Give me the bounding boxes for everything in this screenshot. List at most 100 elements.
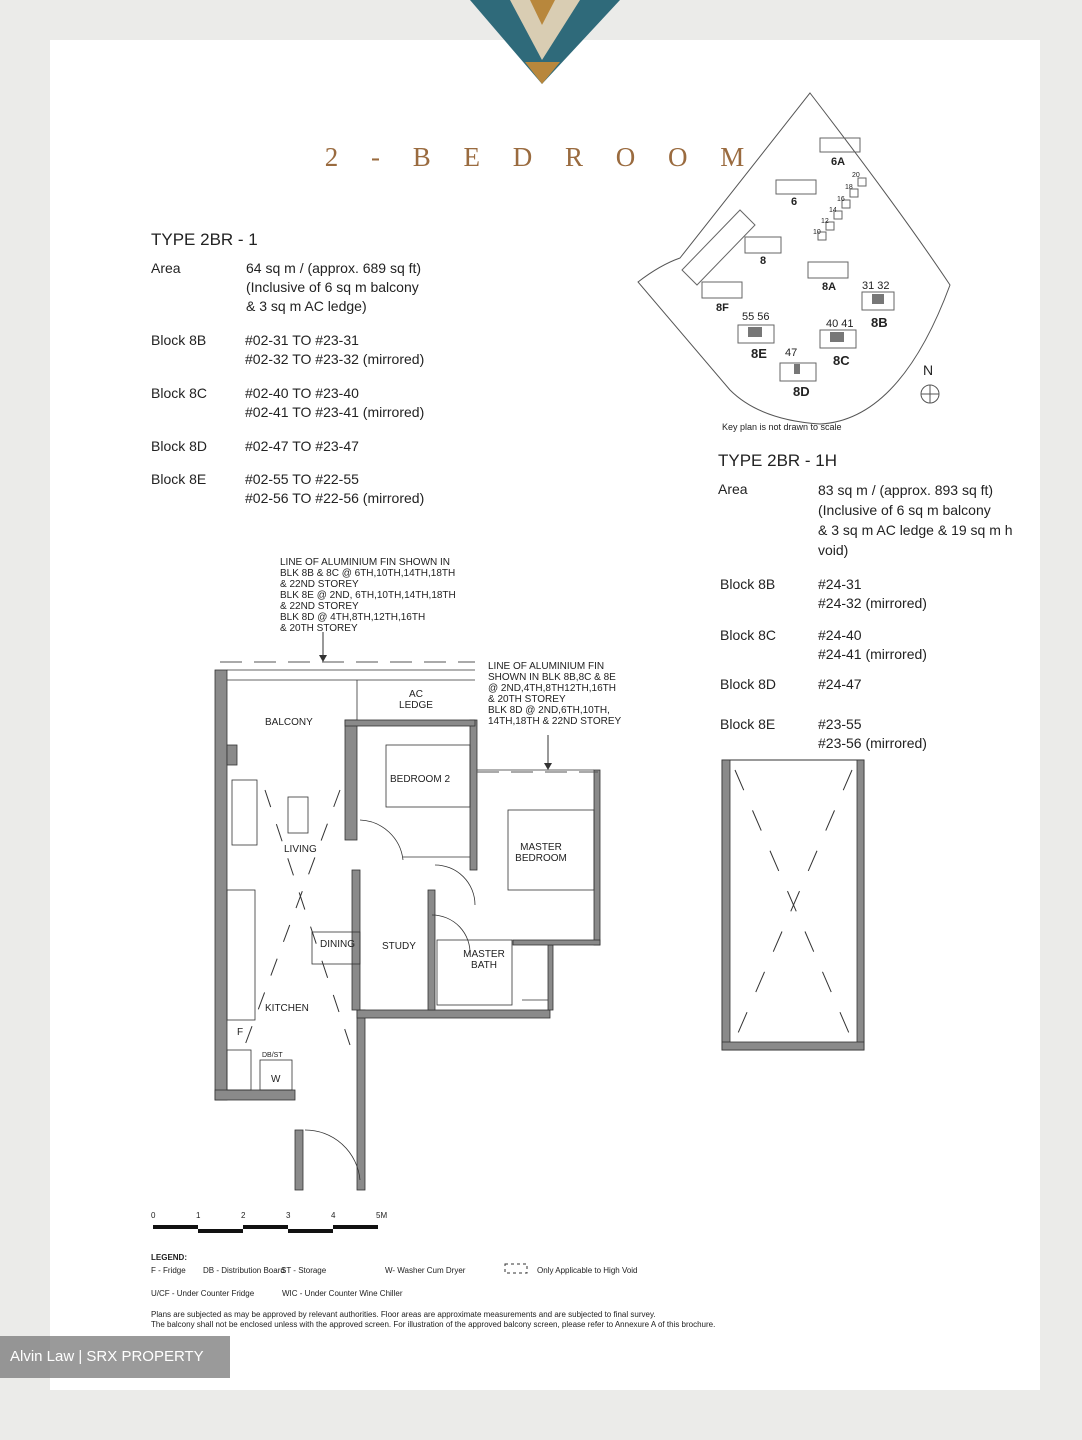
terrace-number: 20 — [852, 172, 860, 179]
scale-tick: 1 — [196, 1211, 201, 1220]
keyplan-block-label: 8A — [822, 281, 837, 293]
block-units: #23-55 #23-56 (mirrored) — [818, 715, 927, 753]
keyplan-block-label: 8B — [871, 315, 888, 330]
keyplan-note: Key plan is not drawn to scale — [722, 422, 842, 432]
disclaimer: Plans are subjected as may be approved b… — [151, 1310, 715, 1330]
unit: #24-32 (mirrored) — [818, 595, 927, 611]
area-value: 83 sq m / (approx. 893 sq ft) (Inclusive… — [818, 480, 1013, 560]
block-label: Block 8E — [151, 471, 207, 487]
terrace-number: 18 — [845, 184, 853, 191]
terrace-number: 12 — [821, 218, 829, 225]
block-label: Block 8D — [720, 676, 777, 692]
keyplan-block-label: 8D — [793, 384, 810, 399]
terrace-number: 16 — [837, 196, 845, 203]
block-label: Block 8D — [151, 438, 208, 454]
keyplan-unit-label: 31 32 — [862, 280, 890, 292]
note-line: & 20TH STOREY — [488, 694, 566, 705]
scale-tick: 2 — [241, 1211, 246, 1220]
terrace-number: 10 — [813, 229, 821, 236]
note-line: BLK 8D @ 4TH,8TH,12TH,16TH — [280, 612, 426, 623]
keyplan-unit-label: 47 — [785, 347, 798, 359]
legend-item: WIC - Under Counter Wine Chiller — [282, 1289, 403, 1298]
note-line: LINE OF ALUMINIUM FIN SHOWN IN — [280, 557, 451, 568]
room-label-master-bath: MASTER BATH — [463, 949, 505, 971]
note-line: @ 2ND,4TH,8TH12TH,16TH — [488, 683, 616, 694]
room-label-dining: DINING — [320, 939, 355, 950]
keyplan-block-label: 8C — [833, 353, 850, 368]
block-units: #02-40 TO #23-40 #02-41 TO #23-41 (mirror… — [245, 384, 424, 422]
block-units: #02-31 TO #23-31 #02-32 TO #23-32 (mirror… — [245, 331, 424, 369]
note-line: 14TH,18TH & 22ND STOREY — [488, 716, 622, 727]
room-label-bedroom-2: BEDROOM 2 — [390, 774, 451, 785]
block-units: #02-47 TO #23-47 — [245, 437, 359, 456]
legend-item: W- Washer Cum Dryer — [385, 1266, 466, 1275]
block-units: #24-40 #24-41 (mirrored) — [818, 626, 927, 664]
room-label-balcony: BALCONY — [265, 717, 313, 728]
page-title: 2 - B E D R O O M — [324, 142, 758, 172]
keyplan-block-label: 6A — [831, 156, 846, 168]
note-line: BLK 8E @ 2ND, 6TH,10TH,14TH,18TH — [280, 590, 456, 601]
room-label-ac-ledge: AC LEDGE — [399, 689, 433, 711]
note-line: BLK 8D @ 2ND,6TH,10TH, — [488, 705, 610, 716]
scale-tick: 5M — [376, 1211, 388, 1220]
note-line: SHOWN IN BLK 8B,8C & 8E — [488, 672, 616, 683]
unit-range: #02-32 TO #23-32 (mirrored) — [245, 351, 425, 367]
unit: #24-47 — [818, 676, 862, 692]
area-line: & 3 sq m AC ledge) — [246, 298, 367, 314]
keyplan-unit-label: 40 41 — [826, 318, 854, 330]
note-line: & 22ND STOREY — [280, 601, 359, 612]
area-line: void) — [818, 542, 849, 558]
unit-range: #02-56 TO #22-56 (mirrored) — [245, 490, 425, 506]
block-units: #24-47 — [818, 675, 862, 694]
type-2br-1-heading: TYPE 2BR - 1 — [151, 230, 258, 249]
area-label: Area — [718, 481, 748, 497]
unit: #24-40 — [818, 627, 862, 643]
legend-item: F - Fridge — [151, 1266, 186, 1275]
fridge-label: F — [237, 1027, 244, 1038]
unit-range: #02-40 TO #23-40 — [245, 385, 359, 401]
area-line: (Inclusive of 6 sq m balcony — [818, 502, 991, 518]
room-label-master-bedroom: MASTER BEDROOM — [515, 842, 567, 864]
unit: #23-56 (mirrored) — [818, 735, 927, 751]
keyplan-block-label: 8F — [716, 302, 729, 314]
disclaimer-line: Plans are subjected as may be approved b… — [151, 1310, 656, 1319]
decorative-triangle-pattern — [470, 0, 620, 84]
unit: #24-41 (mirrored) — [818, 646, 927, 662]
unit-range: #02-55 TO #22-55 — [245, 471, 359, 487]
note-line: LINE OF ALUMINIUM FIN — [488, 661, 605, 672]
legend-item: U/CF - Under Counter Fridge — [151, 1289, 255, 1298]
room-label-study: STUDY — [382, 941, 416, 952]
watermark: Alvin Law | SRX PROPERTY — [0, 1336, 230, 1378]
unit-range: #02-31 TO #23-31 — [245, 332, 359, 348]
block-label: Block 8B — [720, 576, 776, 592]
unit: #24-31 — [818, 576, 862, 592]
type-2br-1h-heading: TYPE 2BR - 1H — [718, 451, 838, 470]
block-units: #02-55 TO #22-55 #02-56 TO #22-56 (mirror… — [245, 470, 424, 508]
unit-range: #02-41 TO #23-41 (mirrored) — [245, 404, 425, 420]
keyplan-block-label: 6 — [791, 196, 798, 208]
unit-range: #02-47 TO #23-47 — [245, 438, 359, 454]
north-label: N — [923, 362, 934, 378]
block-units: #24-31 #24-32 (mirrored) — [818, 575, 927, 613]
area-line: 83 sq m / (approx. 893 sq ft) — [818, 482, 994, 498]
terrace-number: 14 — [829, 207, 837, 214]
unit: #23-55 — [818, 716, 862, 732]
scale-tick: 0 — [151, 1211, 156, 1220]
area-value: 64 sq m / (approx. 689 sq ft) (Inclusive… — [246, 259, 421, 316]
keyplan-block-label: 8 — [760, 255, 767, 267]
block-label: Block 8E — [720, 716, 776, 732]
legend-heading: LEGEND: — [151, 1253, 187, 1262]
washer-label: W — [271, 1074, 281, 1085]
note-line: BLK 8B & 8C @ 6TH,10TH,14TH,18TH — [280, 568, 456, 579]
note-line: & 20TH STOREY — [280, 623, 358, 634]
scale-tick: 4 — [331, 1211, 336, 1220]
disclaimer-line: The balcony shall not be enclosed unless… — [151, 1320, 716, 1329]
legend-item: DB - Distribution Board — [203, 1266, 285, 1275]
block-label: Block 8B — [151, 332, 207, 348]
scale-tick: 3 — [286, 1211, 291, 1220]
area-label: Area — [151, 260, 181, 276]
keyplan-block-label: 8E — [751, 346, 767, 361]
keyplan-unit-label: 55 56 — [742, 311, 770, 323]
